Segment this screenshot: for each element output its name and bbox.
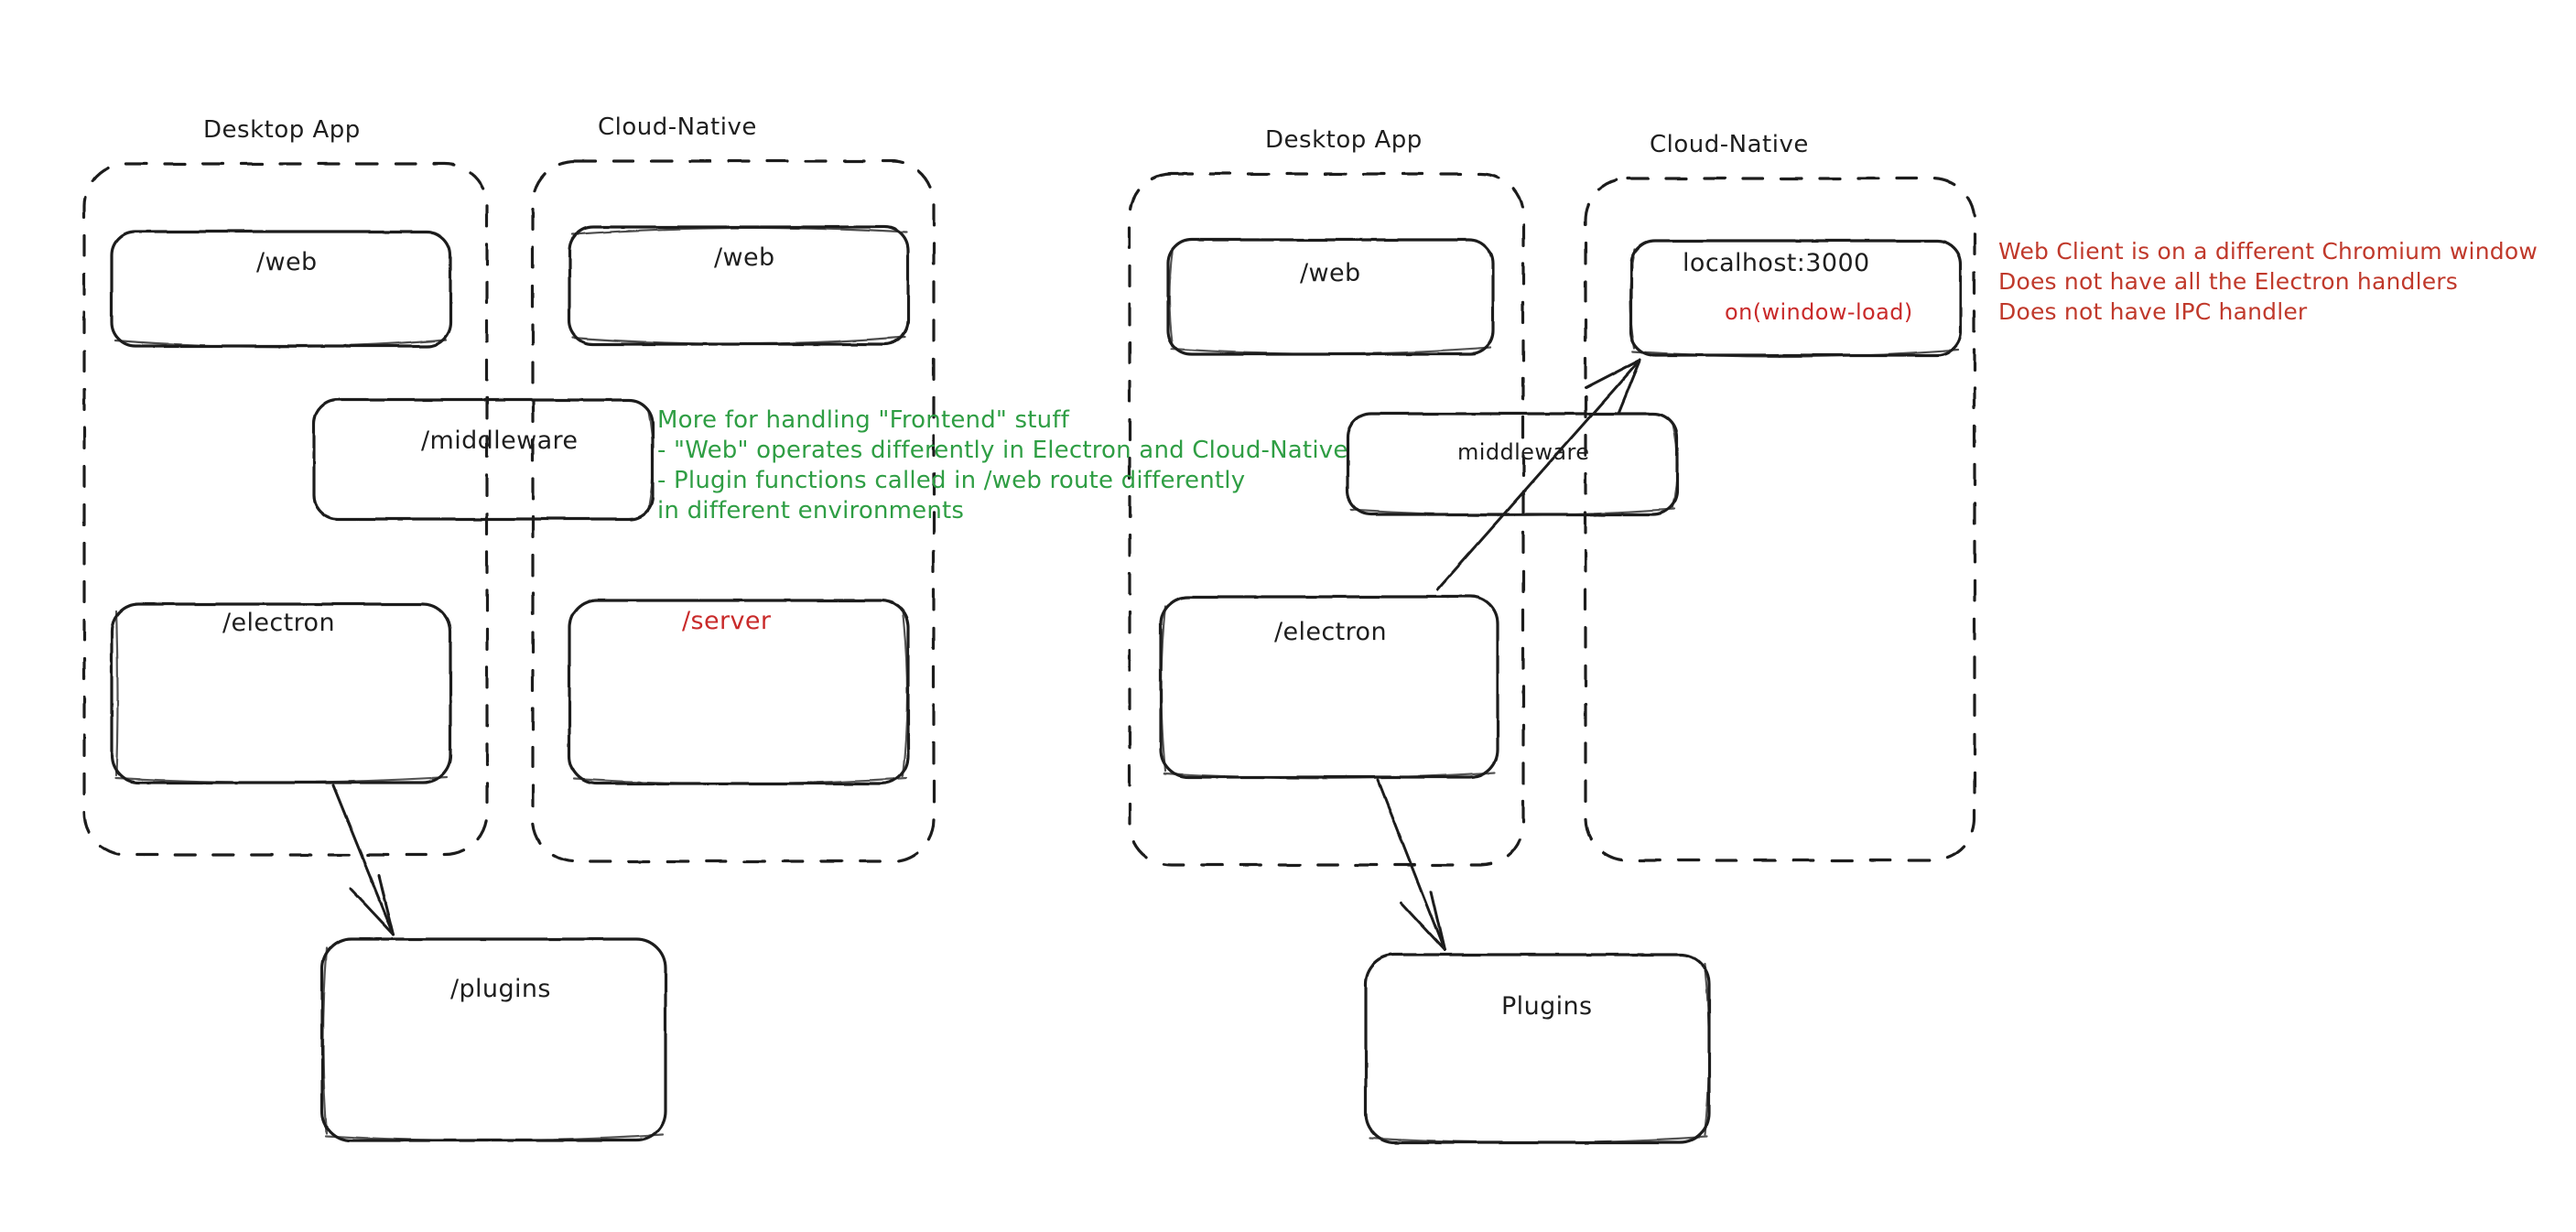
group-left-desktop-app-border <box>82 162 489 857</box>
node-left-electron-border <box>110 602 452 784</box>
group-label-right-desktop-app: Desktop App <box>1265 126 1423 154</box>
annotation-green-note: More for handling "Frontend" stuff - "We… <box>657 406 1348 524</box>
node-label-right-web: /web <box>1300 259 1361 287</box>
node-label-right-localhost-sub: on(window-load) <box>1725 299 1913 325</box>
arrow-right-electron-to-plugins <box>1376 778 1446 952</box>
node-right-electron-border <box>1159 595 1499 780</box>
node-right-localhost-border <box>1629 239 1963 358</box>
group-label-left-desktop-app: Desktop App <box>203 116 361 144</box>
group-right-desktop-app-border <box>1128 172 1525 867</box>
arrow-right-electron-to-localhost <box>1435 358 1642 591</box>
node-right-web-border <box>1166 238 1495 356</box>
node-left-plugins-border <box>320 937 667 1142</box>
arrow-left-electron-to-plugins <box>331 784 395 936</box>
node-label-left-electron: /electron <box>222 609 335 637</box>
group-left-cloud-native-border <box>531 159 936 863</box>
node-label-right-middleware: middleware <box>1457 439 1590 465</box>
annotation-red-note: Web Client is on a different Chromium wi… <box>1998 238 2538 325</box>
group-label-left-cloud-native: Cloud-Native <box>598 113 757 141</box>
group-label-right-cloud-native: Cloud-Native <box>1650 131 1809 158</box>
node-label-left-web-cloud: /web <box>714 243 775 272</box>
node-label-left-plugins: /plugins <box>450 975 551 1003</box>
node-label-right-plugins: Plugins <box>1501 992 1593 1021</box>
node-label-right-electron: /electron <box>1274 618 1387 646</box>
node-right-middleware-border <box>1346 412 1679 516</box>
node-label-right-localhost: localhost:3000 <box>1683 249 1870 277</box>
node-label-left-middleware: /middleware <box>421 427 579 455</box>
node-right-plugins-border <box>1364 953 1711 1144</box>
node-label-left-server: /server <box>682 607 772 635</box>
node-left-server-border <box>568 599 910 785</box>
node-left-web-cloud-border <box>568 225 910 346</box>
group-right-cloud-native-border <box>1584 177 1976 862</box>
node-left-web-border <box>110 230 452 348</box>
node-left-middleware-border <box>312 398 655 521</box>
node-label-left-web: /web <box>256 248 318 276</box>
